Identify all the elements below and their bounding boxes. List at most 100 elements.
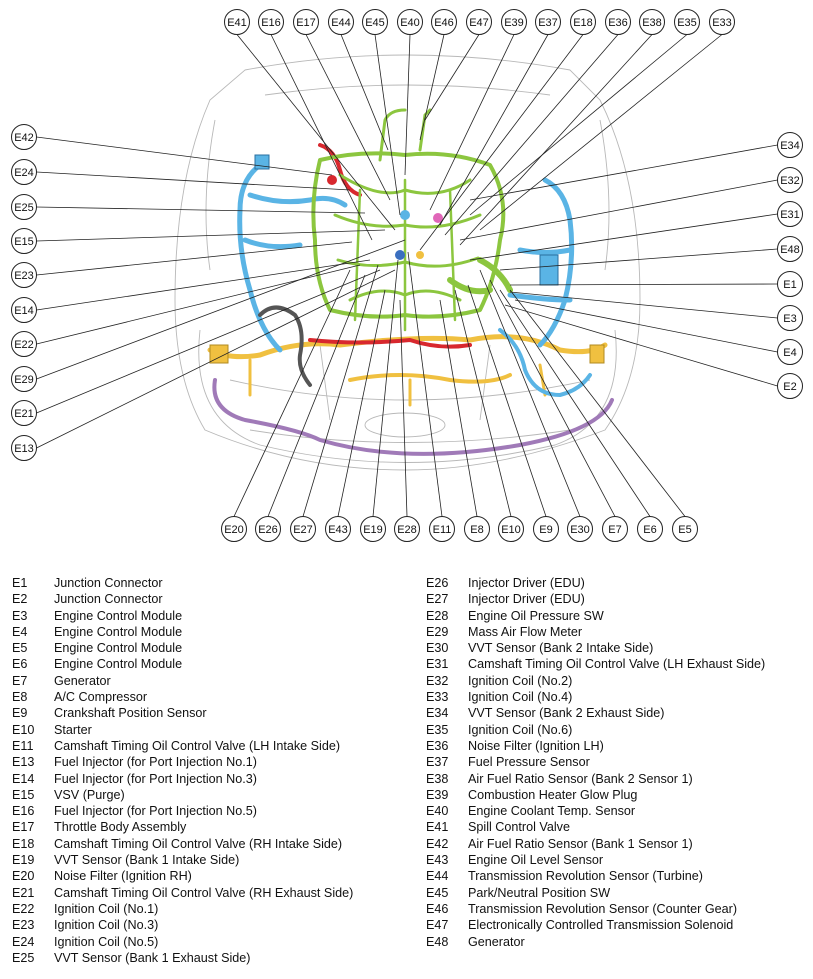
callout-circle	[325, 516, 351, 542]
leader-line	[36, 229, 386, 242]
leader-line	[509, 289, 686, 517]
legend-name: Junction Connector	[54, 592, 163, 607]
legend-code: E10	[12, 722, 35, 737]
legend-name: Noise Filter (Ignition RH)	[54, 869, 192, 884]
callout-e44: E44	[328, 9, 354, 35]
leader-line	[489, 279, 616, 517]
callout-circle	[11, 297, 37, 323]
callout-circle	[429, 516, 455, 542]
callout-circle	[11, 194, 37, 220]
callout-e31: E31	[777, 201, 803, 227]
legend-code: E37	[426, 755, 449, 770]
callout-e25: E25	[11, 194, 37, 220]
callout-text: E5	[678, 524, 691, 536]
legend-code: E8	[12, 690, 28, 705]
callout-text: E11	[433, 524, 452, 536]
legend-name: Engine Oil Level Sensor	[468, 853, 604, 868]
callout-text: E28	[397, 524, 417, 536]
legend-name: Ignition Coil (No.3)	[54, 918, 159, 933]
callout-circle	[258, 9, 284, 35]
legend-name: Fuel Injector (for Port Injection No.5)	[54, 804, 257, 819]
leader-line	[429, 34, 515, 211]
callout-circle	[777, 201, 803, 227]
callout-e10: E10	[498, 516, 524, 542]
callout-e40: E40	[397, 9, 423, 35]
legend-name: Starter	[54, 722, 92, 737]
callout-text: E6	[643, 524, 656, 536]
callout-text: E3	[783, 313, 796, 325]
legend-code: E43	[426, 853, 449, 868]
legend-code: E18	[12, 836, 35, 851]
legend-name: Fuel Injector (for Port Injection No.1)	[54, 755, 257, 770]
callout-circle	[431, 9, 457, 35]
callout-circle	[11, 124, 37, 150]
legend-name: A/C Compressor	[54, 690, 148, 705]
callout-text: E34	[780, 140, 800, 152]
legend-code: E34	[426, 706, 449, 721]
connector-dot	[395, 250, 405, 260]
callout-text: E13	[14, 443, 34, 455]
leader-line	[444, 34, 619, 236]
legend-name: Spill Control Valve	[468, 820, 570, 835]
legend-name: Throttle Body Assembly	[54, 820, 187, 835]
legend-name: Crankshaft Position Sensor	[54, 706, 207, 721]
vehicle-outline	[174, 54, 641, 471]
callout-e39: E39	[501, 9, 527, 35]
callout-text: E37	[538, 17, 558, 29]
legend-name: Generator	[54, 673, 111, 688]
legend-code: E2	[12, 592, 28, 607]
callout-text: E2	[783, 381, 796, 393]
callout-e22: E22	[11, 331, 37, 357]
leader-line	[36, 269, 396, 449]
callout-e5: E5	[672, 516, 698, 542]
leader-line	[302, 264, 379, 517]
callout-circle	[290, 516, 316, 542]
leader-line	[479, 269, 581, 517]
leader-line	[267, 274, 366, 517]
leader-line	[36, 264, 361, 345]
callout-text: E19	[363, 524, 383, 536]
leader-line	[374, 34, 401, 216]
legend-name: Engine Control Module	[54, 624, 183, 639]
callout-circle	[11, 331, 37, 357]
callout-circle	[328, 9, 354, 35]
callout-text: E7	[608, 524, 621, 536]
callout-text: E24	[14, 167, 34, 179]
callout-circle	[777, 132, 803, 158]
callout-text: E30	[570, 524, 590, 536]
legend-code: E22	[12, 901, 35, 916]
callout-circle	[466, 9, 492, 35]
callout-e26: E26	[255, 516, 281, 542]
callout-e19: E19	[360, 516, 386, 542]
leader-line	[469, 213, 778, 261]
legend-name: Air Fuel Ratio Sensor (Bank 2 Sensor 1)	[468, 771, 693, 786]
leader-line	[439, 34, 549, 226]
legend-name: VVT Sensor (Bank 1 Intake Side)	[54, 853, 240, 868]
callout-circle	[637, 516, 663, 542]
leader-line	[36, 206, 366, 214]
callout-circle	[397, 9, 423, 35]
callout-circle	[293, 9, 319, 35]
legend-code: E26	[426, 576, 449, 590]
callout-circle	[605, 9, 631, 35]
callout-text: E39	[504, 17, 524, 29]
callout-text: E43	[328, 524, 348, 536]
callout-text: E21	[14, 408, 34, 420]
callout-text: E26	[258, 524, 278, 536]
callout-text: E44	[331, 17, 351, 29]
legend-code: E42	[426, 836, 449, 851]
leader-line	[419, 34, 445, 141]
callout-text: E32	[780, 175, 800, 187]
callout-text: E1	[783, 279, 796, 291]
leader-line	[372, 259, 399, 517]
callout-circle	[224, 9, 250, 35]
legend-code: E36	[426, 738, 449, 753]
callout-e14: E14	[11, 297, 37, 323]
callout-text: E16	[261, 17, 281, 29]
callout-e4: E4	[777, 339, 803, 365]
leader-line	[36, 241, 353, 276]
callout-e34: E34	[777, 132, 803, 158]
legend-name: Junction Connector	[54, 576, 163, 590]
callout-text: E14	[14, 305, 34, 317]
callout-text: E9	[539, 524, 552, 536]
